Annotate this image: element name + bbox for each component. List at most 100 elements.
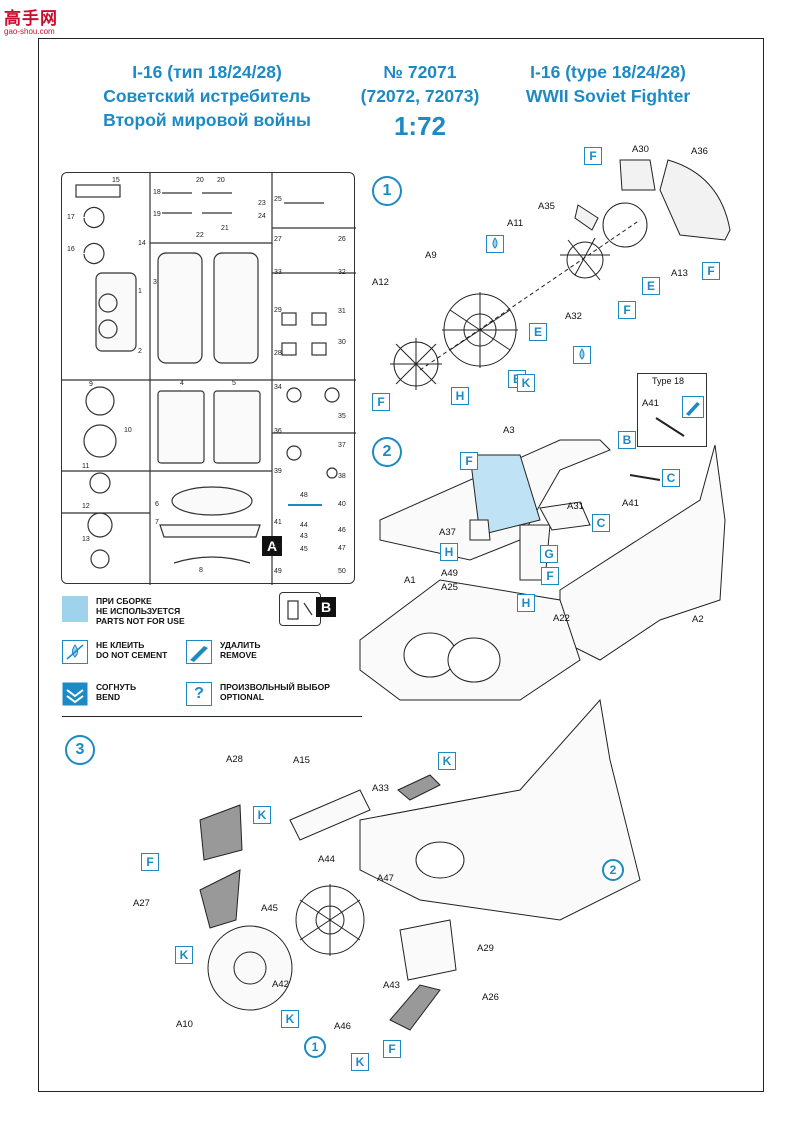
tag-f: F [383, 1040, 401, 1058]
title-en-line2: WWII Soviet Fighter [525, 86, 691, 106]
sprue-b-drawing [287, 600, 313, 620]
tag-h: H [517, 594, 535, 612]
site-logo-text: 高手网 [4, 9, 58, 29]
sprue-number: 33 [274, 269, 282, 276]
part-label: A11 [507, 218, 524, 229]
legend-line: PARTS NOT FOR USE [96, 616, 185, 626]
part-label: A47 [377, 873, 394, 884]
legend-line: ПРОИЗВОЛЬНЫЙ ВЫБОР [220, 682, 330, 692]
legend-line: НЕ ИСПОЛЬЗУЕТСЯ [96, 606, 181, 616]
sprue-number: 16 [67, 246, 75, 253]
site-logo: 高手网 gao-shou.com [4, 4, 72, 38]
sprue-number: 21 [221, 225, 229, 232]
sprue-number: 11 [82, 463, 90, 470]
part-label: A36 [691, 146, 708, 157]
tag-f: F [541, 567, 559, 585]
legend-no-cement-text: НЕ КЛЕИТЬ DO NOT CEMENT [96, 640, 167, 660]
legend-line: DO NOT CEMENT [96, 650, 168, 660]
legend-line: BEND [96, 692, 121, 702]
tag-k: K [281, 1010, 299, 1028]
tag-k: K [351, 1053, 369, 1071]
tag-f: F [372, 393, 390, 411]
title-english: I-16 (type 18/24/28) WWII Soviet Fighter [488, 60, 728, 108]
not-used-swatch-icon [62, 596, 88, 622]
part-label: A28 [226, 754, 243, 765]
part-label: A22 [553, 613, 570, 624]
part-label: A30 [632, 144, 649, 155]
sprue-number: 9 [89, 381, 93, 388]
sprue-number: 41 [274, 519, 282, 526]
legend-line: ПРИ СБОРКЕ [96, 596, 152, 606]
tag-e: E [529, 323, 547, 341]
sprue-number: 40 [338, 501, 346, 508]
tag-e: E [642, 277, 660, 295]
sprue-number: 32 [338, 269, 346, 276]
sprue-number: 20 [196, 177, 204, 184]
page-frame [38, 38, 764, 1092]
title-ru-line3: Второй мировой войны [103, 110, 311, 130]
sprue-number: 37 [338, 442, 346, 449]
tag-k: K [517, 374, 535, 392]
sprue-a-frame-drawing [62, 173, 356, 585]
title-ru-line1: I-16 (тип 18/24/28) [132, 62, 282, 82]
sprue-number: 35 [338, 413, 346, 420]
part-label: A25 [441, 582, 458, 593]
part-label: A43 [383, 980, 400, 991]
sprue-number: 8 [199, 567, 203, 574]
tag-g: G [540, 545, 558, 563]
tag-f: F [460, 452, 478, 470]
part-label: A26 [482, 992, 499, 1003]
title-ru-line2: Советский истребитель [103, 86, 311, 106]
legend-remove-text: УДАЛИТЬ REMOVE [220, 640, 261, 660]
step-3-marker: 3 [65, 735, 95, 765]
symbol-legend: ПРИ СБОРКЕ НЕ ИСПОЛЬЗУЕТСЯ PARTS NOT FOR… [62, 596, 362, 717]
part-label: A2 [692, 614, 704, 625]
sprue-number: 18 [153, 189, 161, 196]
step-ref-2: 2 [602, 859, 624, 881]
kit-scale: 1:72 [393, 111, 447, 141]
type18-detail-box: Type 18 A41 [637, 373, 707, 447]
legend-optional: ? ПРОИЗВОЛЬНЫЙ ВЫБОР OPTIONAL [186, 682, 330, 706]
tag-b: B [618, 431, 636, 449]
part-label: A29 [477, 943, 494, 954]
no-cement-icon [62, 640, 88, 664]
part-label: A44 [318, 854, 335, 865]
type18-label: Type 18 [652, 376, 685, 386]
sprue-number: 13 [82, 536, 90, 543]
sprue-number: 2 [138, 348, 142, 355]
tag-c: C [592, 514, 610, 532]
sprue-number: 44 [300, 522, 308, 529]
sprue-number: 6 [155, 501, 159, 508]
tag-f: F [141, 853, 159, 871]
part-label: A46 [334, 1021, 351, 1032]
sprue-number: 14 [138, 240, 146, 247]
part-label: A32 [565, 311, 582, 322]
sprue-number: 12 [82, 503, 90, 510]
step-ref-1: 1 [304, 1036, 326, 1058]
tag-f: F [584, 147, 602, 165]
kit-variants: (72072, 72073) [360, 86, 480, 106]
part-label: A13 [671, 268, 688, 279]
part-label: A15 [293, 755, 310, 766]
part-label: A45 [261, 903, 278, 914]
legend-line: REMOVE [220, 650, 257, 660]
legend-bend-text: СОГНУТЬ BEND [96, 682, 136, 702]
sprue-number: 3 [153, 279, 157, 286]
legend-line: СОГНУТЬ [96, 682, 137, 692]
sprue-label-a: A [262, 536, 282, 556]
sprue-number: 46 [338, 527, 346, 534]
sprue-number: 49 [274, 568, 282, 575]
legend-divider [62, 716, 362, 717]
sprue-number: 34 [274, 384, 282, 391]
remove-knife-icon [682, 396, 704, 418]
no-cement-icon [486, 235, 504, 253]
part-label: A12 [372, 277, 389, 288]
kit-number: № 72071 [383, 62, 457, 82]
legend-no-cement: НЕ КЛЕИТЬ DO NOT CEMENT [62, 640, 167, 664]
part-label: A31 [567, 501, 584, 512]
sprue-number: 26 [338, 236, 346, 243]
remove-knife-icon [186, 640, 212, 664]
title-russian: I-16 (тип 18/24/28) Советский истребител… [72, 60, 342, 132]
bend-icon [62, 682, 88, 706]
